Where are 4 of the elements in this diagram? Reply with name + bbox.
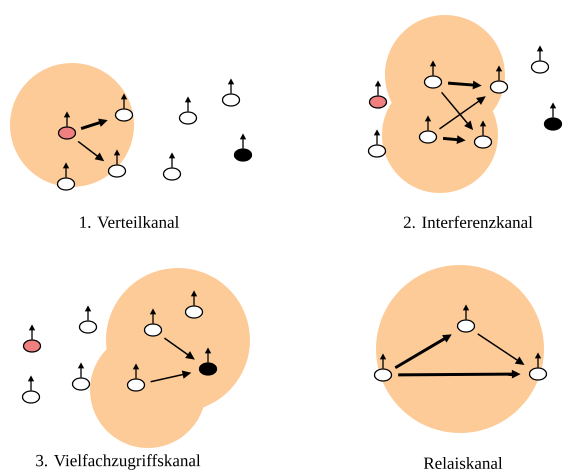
caption: Relaiskanal: [424, 457, 502, 469]
caption: 1. Verteilkanal: [80, 216, 179, 228]
caption: 3. Vielfachzugriffskanal: [36, 454, 200, 470]
caption: 2. Interferenzkanal: [404, 216, 533, 228]
